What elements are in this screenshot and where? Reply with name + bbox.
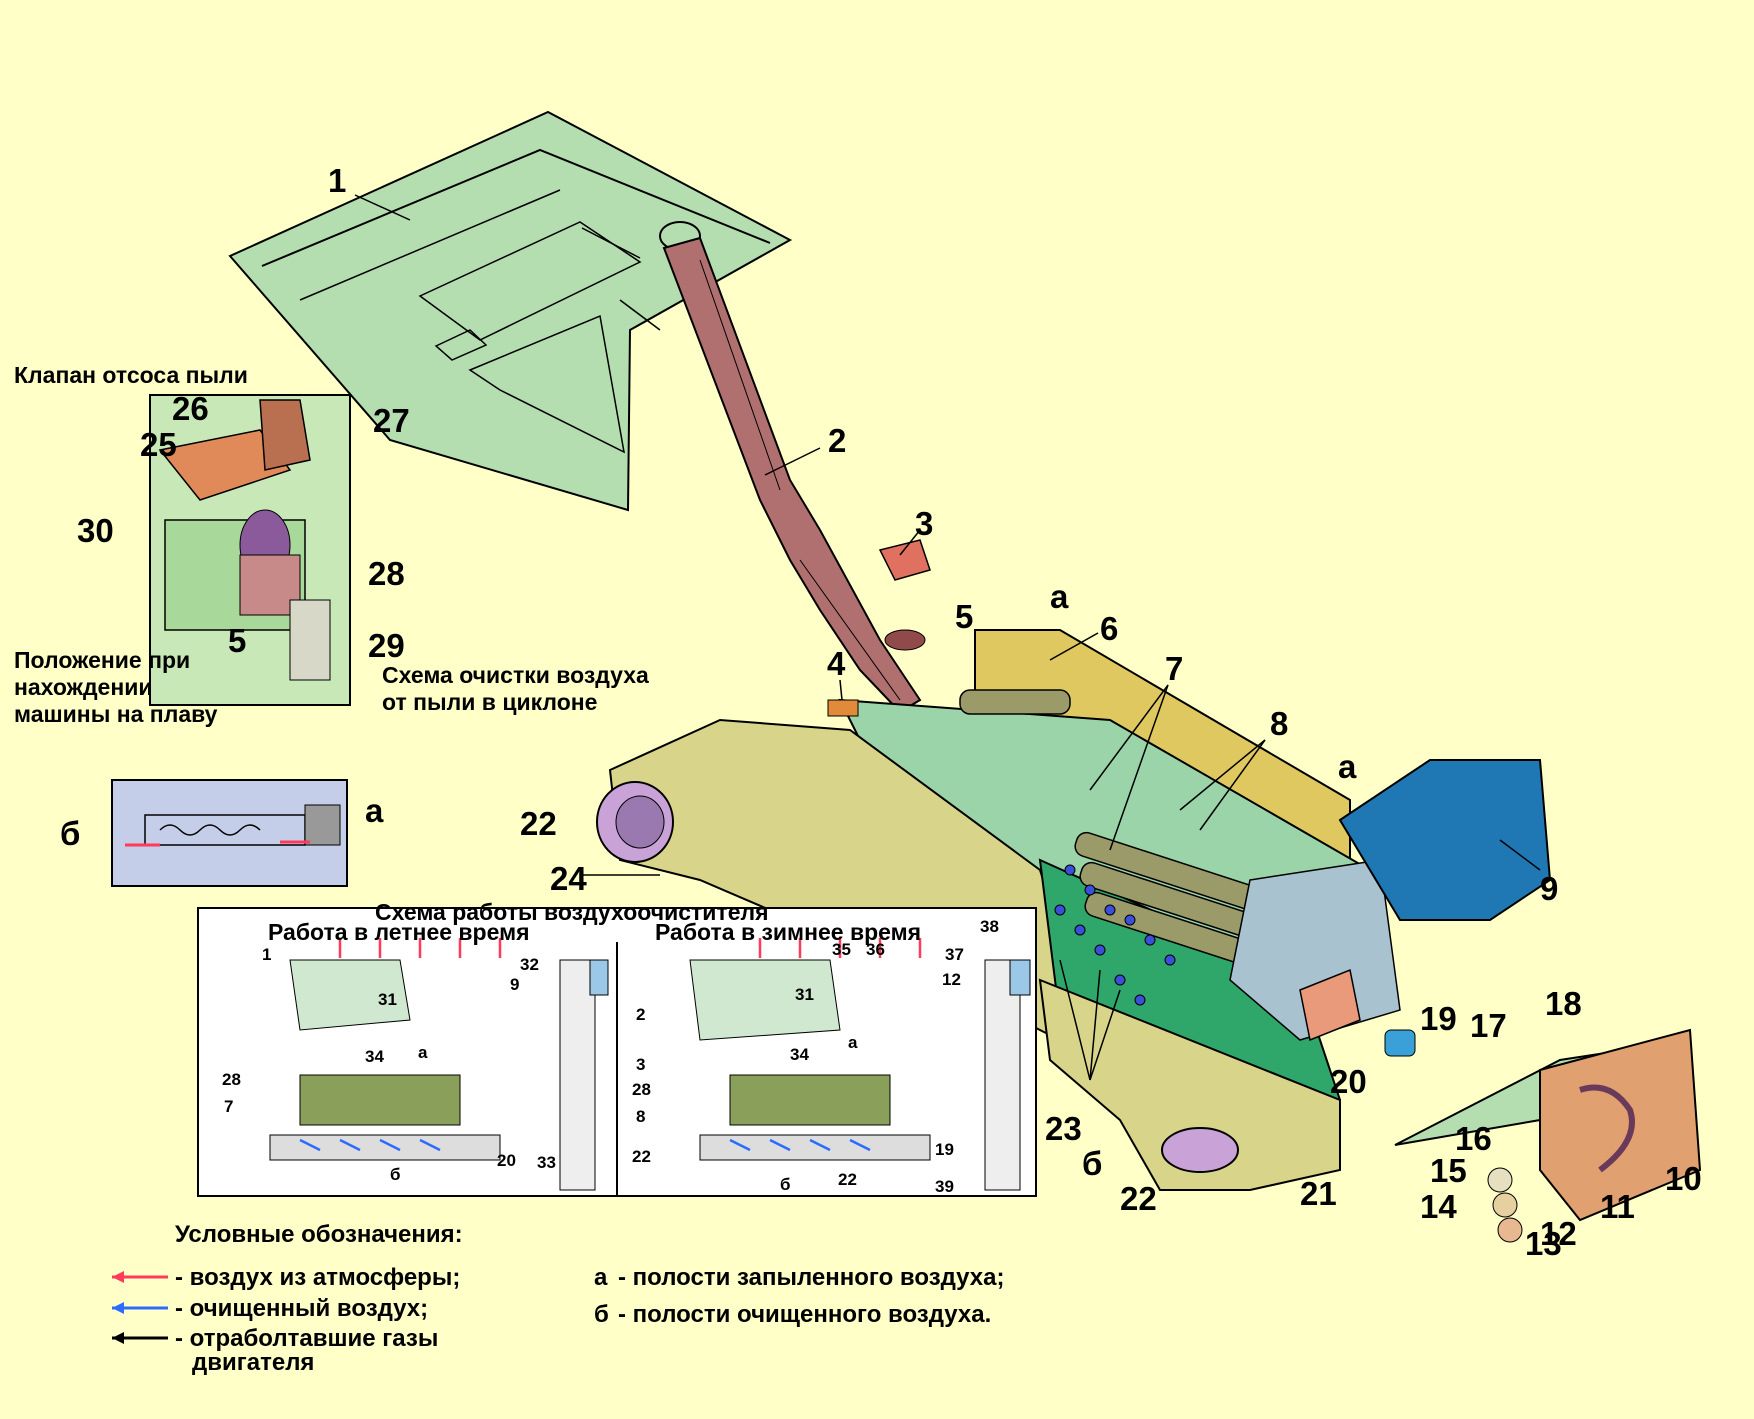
legend-a-text: - полости запыленного воздуха; xyxy=(618,1264,1004,1291)
valve-title: Клапан отсоса пыли xyxy=(14,362,248,388)
callout-21: 21 xyxy=(1300,1175,1337,1212)
summer-label-32: 32 xyxy=(520,955,539,974)
winter-label-36: 36 xyxy=(866,940,885,959)
cyclone-inset xyxy=(111,779,348,887)
winter-label-3: 3 xyxy=(636,1055,645,1074)
callout-2: 2 xyxy=(828,422,846,459)
callout-8: 8 xyxy=(1270,705,1288,742)
winter-label-31: 31 xyxy=(795,985,814,1004)
leader-lines xyxy=(354,194,1541,1081)
callout-28: 28 xyxy=(368,555,405,592)
winter-label-38: 38 xyxy=(980,917,999,936)
callout-14: 14 xyxy=(1420,1188,1457,1225)
cyclone-scheme-line1: Схема очистки воздуха xyxy=(382,662,649,688)
top-panel xyxy=(228,110,793,512)
legend-a-letter: а xyxy=(594,1264,608,1291)
callout-17: 17 xyxy=(1470,1007,1507,1044)
legend-title: Условные обозначения: xyxy=(175,1221,463,1248)
callout-5-inset: 5 xyxy=(228,622,246,659)
summer-label-9: 9 xyxy=(510,975,519,994)
work-scheme-panel xyxy=(197,907,1037,1197)
callout-12: 12 xyxy=(1540,1215,1577,1252)
callout-19: 19 xyxy=(1420,1000,1457,1037)
summer-label-20: 20 xyxy=(497,1151,516,1170)
winter-label-39: 39 xyxy=(935,1177,954,1196)
callout-b: б xyxy=(1082,1145,1102,1182)
cyclone-scheme-line2: от пыли в циклоне xyxy=(382,689,597,715)
callout-1: 1 xyxy=(328,162,346,199)
summer-label-7: 7 xyxy=(224,1097,233,1116)
callout-a-top: а xyxy=(1050,578,1069,615)
legend-b-letter: б xyxy=(594,1301,609,1328)
callout-a-right: а xyxy=(1338,748,1357,785)
legend-red: - воздух из атмосферы; xyxy=(175,1264,460,1291)
bracket-3 xyxy=(878,539,931,581)
summer-label-31: 31 xyxy=(378,990,397,1009)
float-position-line3: машины на плаву xyxy=(14,701,218,727)
callout-22-left: 22 xyxy=(520,805,557,842)
callout-10: 10 xyxy=(1665,1160,1702,1197)
cyclone-label-a: а xyxy=(365,792,384,829)
callout-4: 4 xyxy=(827,645,846,682)
callout-22-bottom: 22 xyxy=(1120,1180,1157,1217)
callout-20: 20 xyxy=(1330,1063,1367,1100)
winter-label-b: б xyxy=(780,1175,791,1194)
callout-18: 18 xyxy=(1545,985,1582,1022)
winter-label-22-right: 22 xyxy=(838,1170,857,1189)
callout-5: 5 xyxy=(955,598,973,635)
legend-black-line2: двигателя xyxy=(192,1349,314,1376)
callout-15: 15 xyxy=(1430,1152,1467,1189)
float-position-line1: Положение при xyxy=(14,647,190,673)
summer-label-a: а xyxy=(418,1043,428,1062)
winter-label-22-left: 22 xyxy=(632,1147,651,1166)
callout-16: 16 xyxy=(1455,1120,1492,1157)
dust-valve-inset xyxy=(149,394,351,706)
cyclone-label-b: б xyxy=(60,815,80,852)
winter-label-34: 34 xyxy=(790,1045,809,1064)
callout-24: 24 xyxy=(550,860,587,897)
legend-b-text: - полости очищенного воздуха. xyxy=(618,1301,991,1328)
callout-13: 13 xyxy=(1525,1225,1562,1262)
legend-arrows xyxy=(112,1271,168,1344)
callout-23: 23 xyxy=(1045,1110,1082,1147)
callout-30: 30 xyxy=(77,512,114,549)
legend-blue: - очищенный воздух; xyxy=(175,1295,428,1322)
winter-label-19: 19 xyxy=(935,1140,954,1159)
summer-title: Работа в летнее время xyxy=(268,919,530,945)
callout-29: 29 xyxy=(368,627,405,664)
winter-label-37: 37 xyxy=(945,945,964,964)
callout-9: 9 xyxy=(1540,870,1558,907)
summer-label-34: 34 xyxy=(365,1047,384,1066)
callout-26: 26 xyxy=(172,390,209,427)
callout-25: 25 xyxy=(140,426,177,463)
legend-black: - отраболтавшие газы xyxy=(175,1325,438,1352)
summer-label-28: 28 xyxy=(222,1070,241,1089)
summer-label-33: 33 xyxy=(537,1153,556,1172)
winter-label-35: 35 xyxy=(832,940,851,959)
cleaner-scheme-title: Схема работы воздухоочистителя xyxy=(375,899,769,925)
callout-11: 11 xyxy=(1600,1188,1635,1225)
winter-label-a: а xyxy=(848,1033,858,1052)
summer-label-b: б xyxy=(390,1165,401,1184)
float-position-line2: нахождении xyxy=(14,674,153,700)
callout-27: 27 xyxy=(373,402,410,439)
winter-label-12: 12 xyxy=(942,970,961,989)
winter-title: Работа в зимнее время xyxy=(655,919,921,945)
callout-7: 7 xyxy=(1165,650,1183,687)
summer-label-1: 1 xyxy=(262,945,271,964)
callout-6: 6 xyxy=(1100,610,1118,647)
callout-3: 3 xyxy=(915,505,933,542)
winter-label-2: 2 xyxy=(636,1005,645,1024)
winter-label-28: 28 xyxy=(632,1080,651,1099)
hatch-inset xyxy=(1394,1028,1702,1243)
intake-pipe xyxy=(662,236,926,714)
winter-label-8: 8 xyxy=(636,1107,645,1126)
